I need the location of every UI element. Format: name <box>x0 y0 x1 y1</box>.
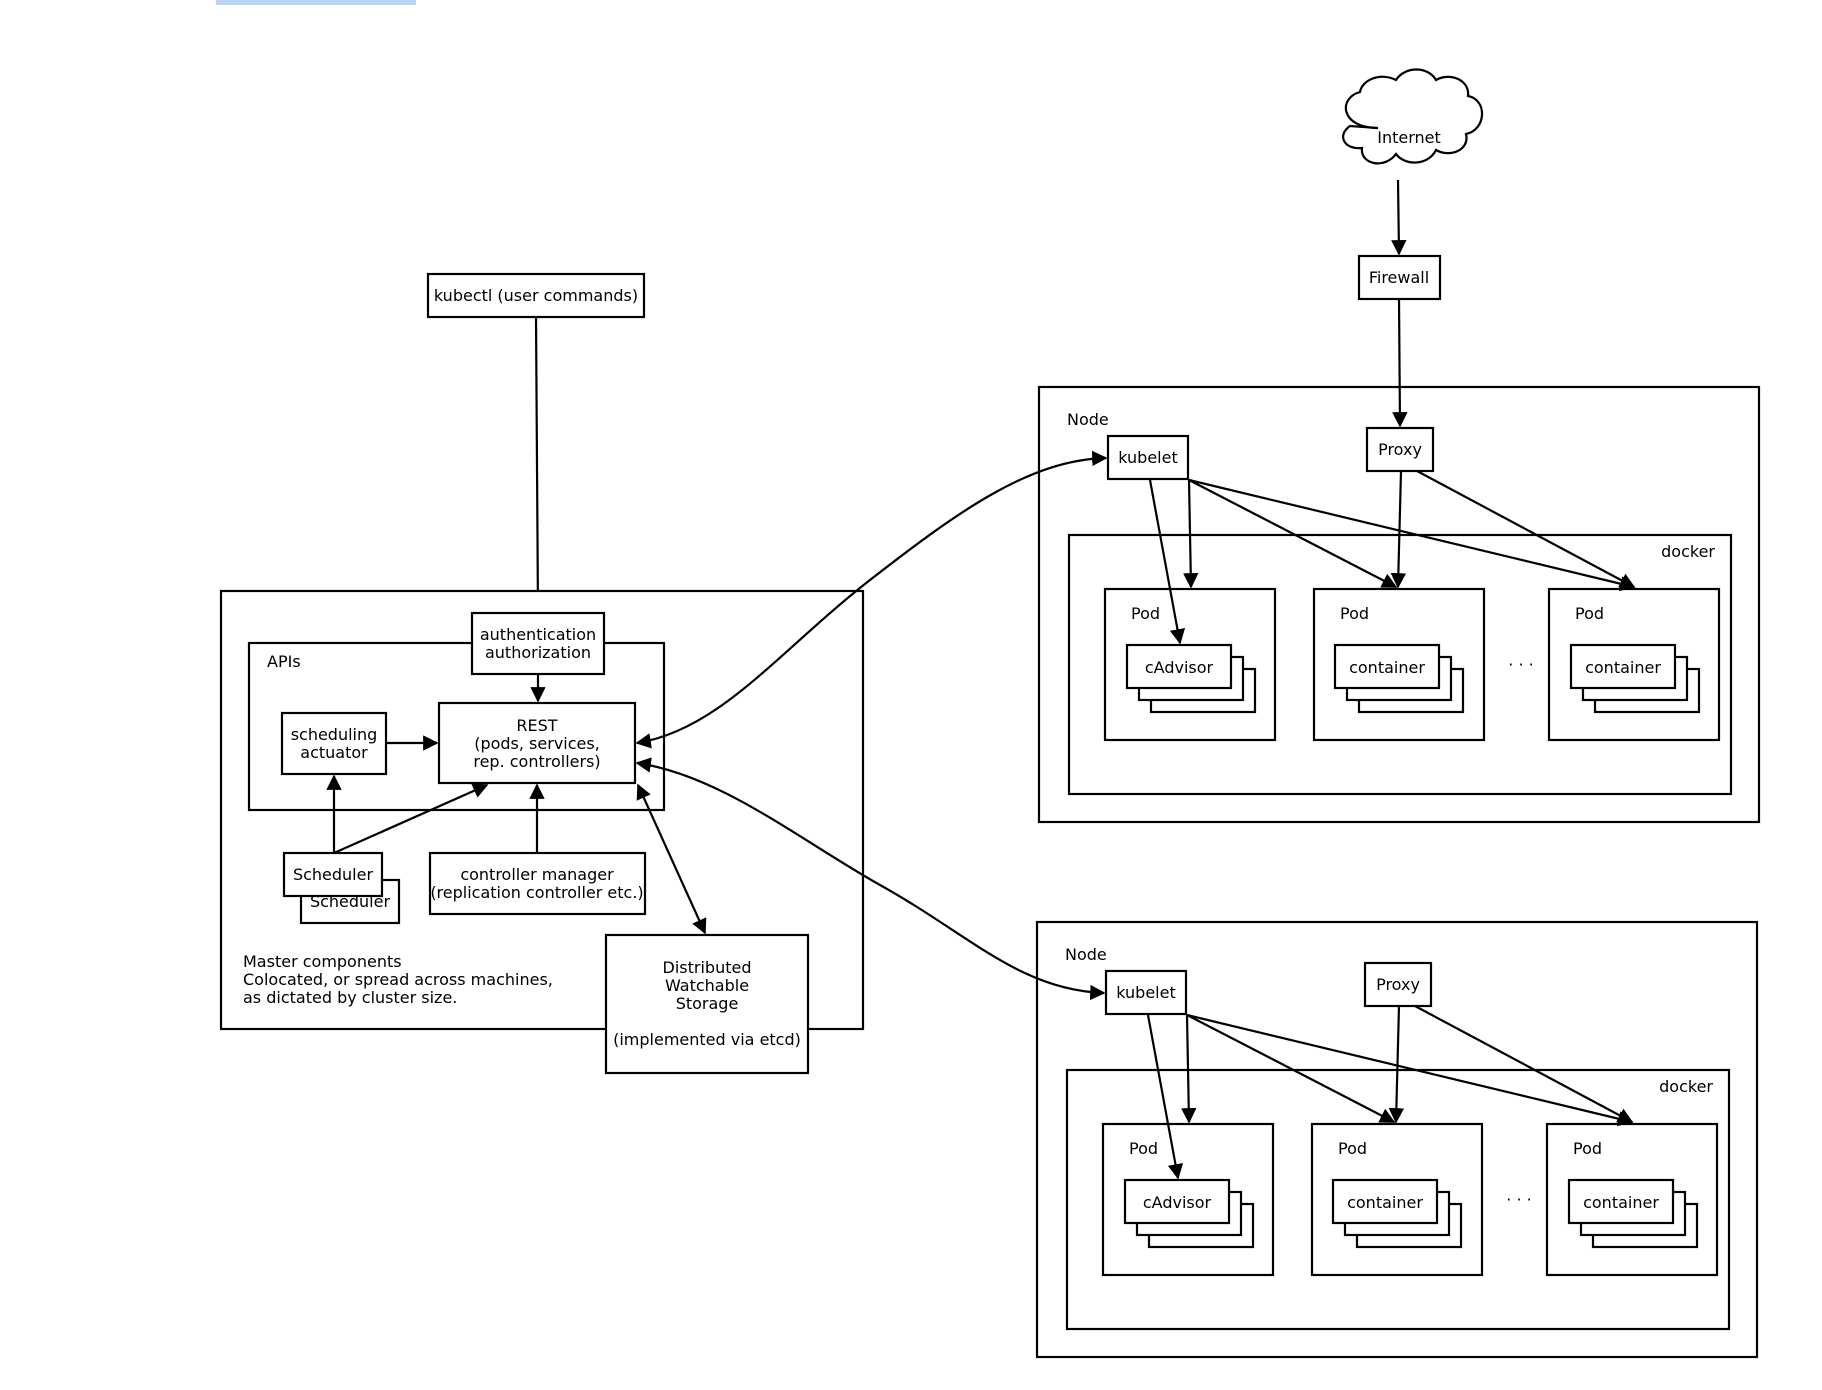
master-note-line-3: as dictated by cluster size. <box>243 988 457 1007</box>
edge-kubectl-auth <box>530 316 546 615</box>
proxy-label: Proxy <box>1376 975 1420 994</box>
pod-label: Pod <box>1340 604 1369 623</box>
master-note-line-1: Master components <box>243 952 402 971</box>
rest-api-box: REST (pods, services, rep. controllers) <box>437 701 637 785</box>
internet-label: Internet <box>1377 128 1441 147</box>
firewall-label: Firewall <box>1369 268 1429 287</box>
scheduling-actuator-box: scheduling actuator <box>280 711 388 776</box>
kubectl-box: kubectl (user commands) <box>426 272 646 319</box>
edge-kubelet-pod1 <box>1183 479 1199 589</box>
edge-rest-kubelet-1 <box>635 450 1108 749</box>
edge-kubelet-pod3 <box>1188 478 1636 592</box>
rest-line-2: (pods, services, <box>474 734 600 753</box>
selection-highlight <box>216 0 416 5</box>
controller-manager-box: controller manager (replication controll… <box>428 851 647 916</box>
pod-cadvisor: Pod cAdvisor <box>1101 1122 1275 1277</box>
pod-containers-b: Pod container <box>1545 1122 1719 1277</box>
storage-line-5: (implemented via etcd) <box>613 1030 801 1049</box>
auth-line-2: authorization <box>485 643 591 662</box>
edge-kubelet-cadvisor <box>1148 479 1186 645</box>
worker-node-2: Node kubelet Proxy docker Pod cAdvisor P… <box>1035 920 1759 1359</box>
scheduling-actuator-line-1: scheduling <box>291 725 378 744</box>
ellipsis: · · · <box>1508 655 1533 674</box>
storage-line-1: Distributed <box>663 958 752 977</box>
node-label: Node <box>1067 410 1109 429</box>
scheduler-box: Scheduler Scheduler <box>282 851 401 925</box>
kubelet-label: kubelet <box>1118 448 1177 467</box>
edge-scheduler-rest <box>333 783 489 855</box>
kubelet-label: kubelet <box>1116 983 1175 1002</box>
rest-line-1: REST <box>516 716 557 735</box>
container-label: container <box>1585 658 1661 677</box>
edge-proxy-pod2 <box>1388 1005 1405 1124</box>
node-label: Node <box>1065 945 1107 964</box>
edge-kubelet-pod1 <box>1181 1014 1197 1124</box>
edge-firewall-proxy <box>1392 298 1408 428</box>
docker-label: docker <box>1661 542 1715 561</box>
edge-proxy-pod3 <box>1414 1005 1634 1123</box>
pod-containers-a: Pod container <box>1312 587 1486 742</box>
controller-manager-line-1: controller manager <box>460 865 614 884</box>
cadvisor-label: cAdvisor <box>1143 1193 1212 1212</box>
edge-proxy-pod2 <box>1390 470 1407 589</box>
internet-cloud: Internet <box>1342 68 1484 165</box>
edge-rest-kubelet-2 <box>635 757 1106 1001</box>
edge-internet-firewall <box>1391 179 1407 256</box>
pod-label: Pod <box>1129 1139 1158 1158</box>
storage-line-2: Watchable <box>665 976 749 995</box>
pod-containers-a: Pod container <box>1310 1122 1484 1277</box>
edge-kubelet-pod3 <box>1186 1013 1634 1127</box>
ellipsis: · · · <box>1506 1190 1531 1209</box>
worker-node-1: Node kubelet Proxy docker Pod cAdvisor P… <box>1037 385 1761 824</box>
container-label: container <box>1583 1193 1659 1212</box>
edge-kubelet-pod2 <box>1188 479 1398 588</box>
pod-label: Pod <box>1131 604 1160 623</box>
storage-line-3: Storage <box>676 994 739 1013</box>
master-note-line-2: Colocated, or spread across machines, <box>243 970 553 989</box>
pod-label: Pod <box>1575 604 1604 623</box>
master-note: Master components Colocated, or spread a… <box>243 952 553 1007</box>
auth-line-1: authentication <box>480 625 596 644</box>
rest-line-3: rep. controllers) <box>473 752 600 771</box>
apis-label: APIs <box>267 652 301 671</box>
edge-kubelet-cadvisor <box>1146 1014 1184 1180</box>
firewall-box: Firewall <box>1357 254 1442 301</box>
container-label: container <box>1347 1193 1423 1212</box>
distributed-storage-box: Distributed Watchable Storage (implement… <box>604 933 810 1075</box>
docker-label: docker <box>1659 1077 1713 1096</box>
proxy-label: Proxy <box>1378 440 1422 459</box>
edge-kubelet-pod2 <box>1186 1014 1396 1123</box>
edge-proxy-pod3 <box>1416 470 1636 588</box>
pod-label: Pod <box>1338 1139 1367 1158</box>
pod-containers-b: Pod container <box>1547 587 1721 742</box>
scheduler-label: Scheduler <box>293 865 374 884</box>
proxy-box <box>1365 426 1435 473</box>
container-label: container <box>1349 658 1425 677</box>
scheduling-actuator-line-2: actuator <box>300 743 368 762</box>
authentication-authorization-box: authentication authorization <box>470 611 606 676</box>
kubectl-label: kubectl (user commands) <box>434 286 638 305</box>
pod-cadvisor: Pod cAdvisor <box>1103 587 1277 742</box>
cadvisor-label: cAdvisor <box>1145 658 1214 677</box>
kubelet-box <box>1104 969 1188 1016</box>
pod-label: Pod <box>1573 1139 1602 1158</box>
controller-manager-line-2: (replication controller etc.) <box>430 883 643 902</box>
kubelet-box <box>1106 434 1190 481</box>
